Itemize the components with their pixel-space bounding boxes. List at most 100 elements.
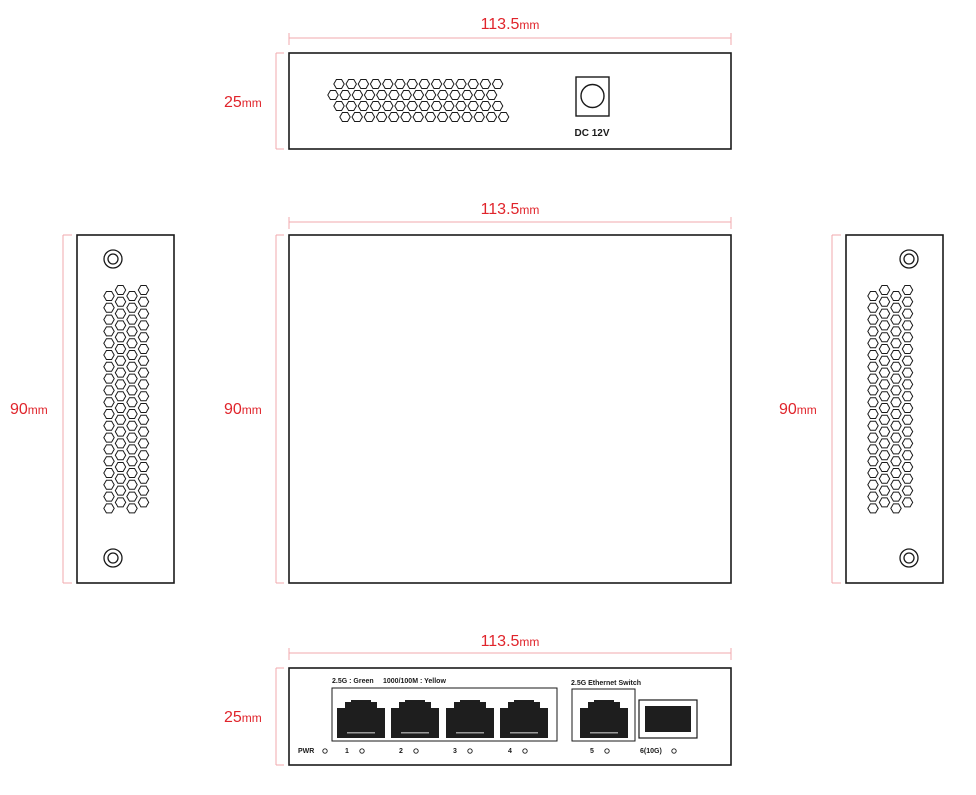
vent-hole <box>103 373 115 384</box>
top-width-unit: mm <box>519 18 539 32</box>
vent-hole <box>114 296 127 307</box>
vent-hole <box>126 479 138 490</box>
bottom-height-unit: mm <box>242 711 262 725</box>
vent-hole <box>436 112 449 122</box>
vent-hole <box>901 344 914 354</box>
vent-hole <box>126 397 138 408</box>
vent-hole <box>126 503 138 514</box>
rj45-contact-strip <box>590 732 618 734</box>
middle-height-unit: mm <box>242 403 262 417</box>
vent-hole <box>867 385 879 396</box>
left-side-view: 90mm <box>10 234 175 584</box>
port-group-frame <box>331 687 558 742</box>
vent-hole <box>114 367 127 378</box>
vent-hole <box>369 79 382 89</box>
vent-hole <box>449 112 461 122</box>
vent-hole <box>467 101 479 111</box>
vent-hole <box>890 385 902 396</box>
vent-hole <box>867 479 879 490</box>
vent-hole <box>901 285 914 295</box>
vent-hole <box>867 456 879 467</box>
vent-hole <box>137 344 150 354</box>
vent-hole <box>114 438 127 449</box>
top-height-value: 25 <box>224 94 242 111</box>
vent-hole <box>497 112 510 122</box>
vent-hole <box>878 462 891 472</box>
top-height-unit: mm <box>242 96 262 110</box>
svg-text:90mm: 90mm <box>779 401 817 418</box>
svg-text:113.5mm: 113.5mm <box>481 633 540 650</box>
rj45-port-icon <box>500 700 548 738</box>
right-height-unit: mm <box>797 403 817 417</box>
vent-hole <box>867 409 879 419</box>
vent-hole <box>867 491 879 502</box>
vent-hole <box>137 355 150 366</box>
vent-hole <box>126 409 138 419</box>
vent-hole <box>126 338 138 349</box>
vent-hole <box>890 338 902 349</box>
vent-hole <box>878 285 891 295</box>
rear-panel-outline <box>288 52 732 150</box>
vent-hole <box>878 403 891 413</box>
vent-hole <box>890 432 902 443</box>
vent-hole <box>890 420 902 431</box>
rear-vent-grid <box>327 79 510 122</box>
middle-width-unit: mm <box>519 203 539 217</box>
vent-hole <box>114 308 127 319</box>
vent-hole <box>333 79 345 89</box>
vent-hole <box>878 367 891 378</box>
vent-hole <box>103 361 115 372</box>
vent-hole <box>878 438 891 449</box>
vent-hole <box>126 326 138 337</box>
vent-hole <box>890 491 902 502</box>
port-label-3: 3 <box>453 748 457 755</box>
vent-hole <box>890 373 902 384</box>
port-led-4 <box>522 748 528 754</box>
vent-hole <box>103 420 115 431</box>
vent-hole <box>126 373 138 384</box>
vent-hole <box>345 79 357 89</box>
port-led-2 <box>413 748 419 754</box>
rj45-port-icon <box>446 700 494 738</box>
bottom-width-value: 113.5 <box>481 633 520 650</box>
vent-hole <box>418 79 431 89</box>
vent-hole <box>878 355 891 366</box>
vent-hole <box>890 361 902 372</box>
vent-hole <box>388 112 400 122</box>
screw-icon <box>107 552 119 564</box>
vent-hole <box>394 101 406 111</box>
dc-jack-icon <box>580 83 605 109</box>
vent-hole <box>901 450 914 461</box>
vent-hole <box>126 385 138 396</box>
vent-hole <box>867 291 879 301</box>
vent-hole <box>878 308 891 319</box>
vent-hole <box>126 456 138 467</box>
vent-hole <box>867 444 879 455</box>
rj45-port-icon <box>580 700 628 738</box>
rj45-contact-strip <box>347 732 375 734</box>
vent-hole <box>351 90 364 100</box>
port-label-6: 6(10G) <box>640 748 662 755</box>
vent-hole <box>901 296 914 307</box>
vent-hole <box>103 385 115 396</box>
vent-hole <box>114 485 127 496</box>
vent-hole <box>473 90 486 100</box>
rear-panel-view: 113.5mm 25mm DC 12V <box>224 16 732 150</box>
vent-hole <box>901 367 914 378</box>
vent-hole <box>114 391 127 402</box>
svg-text:25mm: 25mm <box>224 94 262 111</box>
vent-hole <box>137 296 150 307</box>
vent-hole <box>114 414 127 425</box>
vent-hole <box>103 444 115 455</box>
vent-hole <box>382 79 394 89</box>
vent-hole <box>137 426 150 437</box>
vent-hole <box>114 473 127 484</box>
vent-hole <box>114 426 127 437</box>
right-height-value: 90 <box>779 401 797 418</box>
vent-hole <box>890 397 902 408</box>
vent-hole <box>901 473 914 484</box>
vent-hole <box>126 350 138 360</box>
vent-hole <box>114 379 127 390</box>
vent-hole <box>867 350 879 360</box>
vent-hole <box>901 355 914 366</box>
